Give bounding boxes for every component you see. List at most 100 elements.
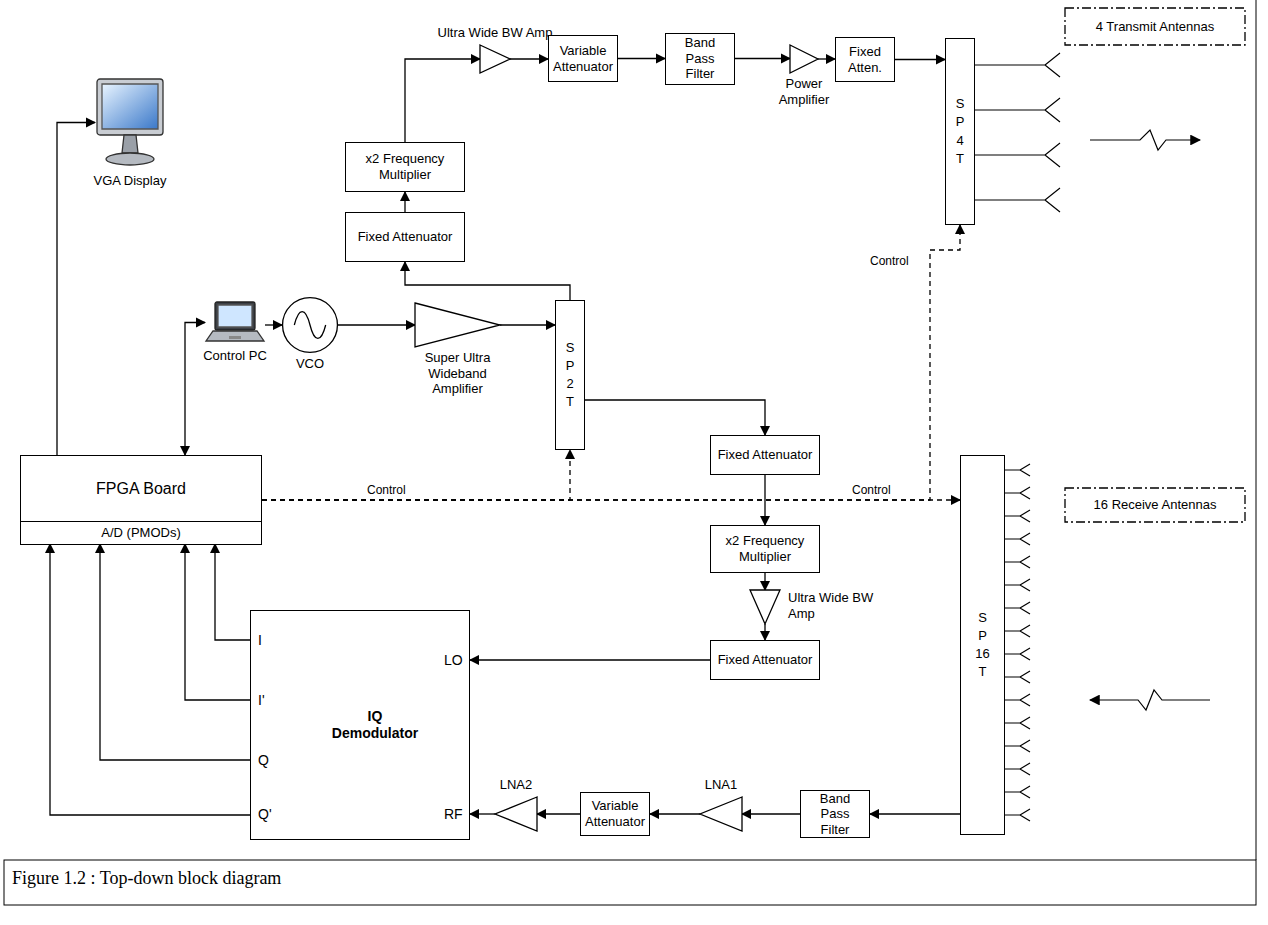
signal-connector: [500, 324, 555, 325]
block-label: LNA2: [486, 777, 546, 793]
pin-name: RF: [444, 806, 463, 822]
oscillator-symbol: VCO: [282, 297, 338, 353]
block-box: Fixed Atten.: [835, 37, 895, 82]
frame-line: [1256, 0, 1257, 860]
shape-outline: [282, 297, 338, 353]
shape-outline: [750, 590, 780, 624]
shape-outline: [495, 797, 537, 831]
block-text: S P 16 T: [973, 609, 991, 682]
block-text: Fixed Atten.: [840, 44, 890, 75]
receive-antennas: [1005, 464, 1030, 821]
signal-connector: [618, 58, 665, 59]
signal-connector: [338, 324, 415, 325]
block-box: Band Pass Filter: [665, 33, 735, 85]
connector-label: Control: [365, 483, 408, 497]
transmit-antennas: [975, 53, 1060, 212]
block-text: Variable Attenuator: [553, 43, 613, 74]
block-box: Fixed Attenuator: [345, 212, 465, 262]
connector-label: Control: [868, 254, 911, 268]
block-text: Fixed Attenuator: [358, 229, 453, 245]
signal-connector: [470, 659, 710, 660]
control-line: [262, 225, 960, 500]
block-text: Band Pass Filter: [805, 791, 865, 838]
block-text: 4 Transmit Antennas: [1096, 19, 1215, 35]
block-text: Band Pass Filter: [670, 35, 730, 82]
rf-switch: S P 16 T: [960, 455, 1005, 835]
block-box: Fixed Attenuator: [710, 640, 820, 680]
block-label: Ultra Wide BW Amp: [788, 590, 878, 621]
pin-name: LO: [444, 652, 463, 668]
block-box: x2 Frequency Multiplier: [345, 142, 465, 192]
signal-connector: [537, 813, 580, 814]
rf-switch: S P 4 T: [945, 38, 975, 225]
block-text: S P 2 T: [561, 339, 579, 412]
antenna-group: 16 Receive Antennas: [1065, 488, 1245, 522]
block-label: LNA1: [691, 777, 751, 793]
signal-connector: [510, 58, 548, 59]
signal-connector: [735, 58, 790, 59]
block-text: A/D (PMODs): [101, 525, 180, 541]
pin-name: Q: [258, 752, 269, 768]
iq-demodulator: IQ Demodulator: [250, 610, 470, 840]
pin-name: Q': [258, 806, 272, 822]
shape-outline: [790, 45, 818, 73]
radiation-arrow: [1090, 690, 1210, 710]
signal-connector: [100, 544, 250, 760]
block-text: IQ Demodulator: [325, 708, 425, 742]
shape-outline: [480, 45, 510, 73]
signal-connector: [57, 123, 95, 456]
shape-outline: [700, 797, 742, 831]
antenna-group: 4 Transmit Antennas: [1065, 8, 1245, 45]
block-text: Variable Attenuator: [585, 798, 645, 829]
block-box: Variable Attenuator: [548, 35, 618, 82]
pin-name: I': [258, 692, 265, 708]
amplifier-symbol: Power Amplifier: [790, 45, 818, 73]
block-text: FPGA Board: [96, 479, 186, 498]
signal-connector: [404, 192, 405, 212]
signal-connector: [764, 624, 765, 640]
signal-connector: [405, 59, 480, 142]
amplifier-symbol: Ultra Wide BW Amp: [480, 45, 510, 73]
shape-outline: [415, 303, 500, 347]
caption-frame: [4, 860, 1256, 905]
fpga-board: FPGA BoardA/D (PMODs): [20, 455, 262, 545]
block-label: Super Ultra Wideband Amplifier: [410, 350, 505, 397]
laptop-icon: Control PC: [205, 300, 265, 345]
amplifier-symbol: Super Ultra Wideband Amplifier: [415, 303, 500, 347]
block-text: S P 4 T: [951, 95, 969, 168]
display-icon: VGA Display: [95, 75, 165, 170]
adc-band: A/D (PMODs): [21, 521, 261, 544]
amplifier-symbol: Ultra Wide BW Amp: [750, 590, 780, 624]
block-text: Fixed Attenuator: [718, 652, 813, 668]
signal-connector: [265, 324, 282, 325]
amplifier-symbol: LNA1: [700, 797, 742, 831]
signal-connector: [215, 544, 250, 640]
signal-connector: [895, 59, 945, 60]
signal-connector: [185, 544, 250, 700]
block-box: Band Pass Filter: [800, 790, 870, 838]
connector-label: Control: [850, 483, 893, 497]
signal-connector: [870, 813, 960, 814]
block-text: 16 Receive Antennas: [1094, 497, 1217, 513]
figure-caption: Figure 1.2 : Top-down block diagram: [12, 868, 281, 889]
signal-connector: [405, 262, 570, 300]
block-box: Variable Attenuator: [580, 792, 650, 836]
amplifier-symbol: LNA2: [495, 797, 537, 831]
control-line: [262, 450, 570, 500]
signal-connector: [742, 813, 800, 814]
block-text: x2 Frequency Multiplier: [715, 533, 815, 564]
signal-connector: [650, 813, 700, 814]
signal-connector: [50, 544, 250, 815]
block-label: Ultra Wide BW Amp: [425, 25, 565, 41]
rf-switch: S P 2 T: [555, 300, 585, 450]
block-label: VCO: [285, 356, 335, 372]
block-label: Control PC: [190, 348, 280, 364]
block-label: Power Amplifier: [764, 76, 844, 107]
block-label: VGA Display: [75, 173, 185, 189]
signal-connector: [818, 58, 835, 59]
signal-connector: [764, 475, 765, 525]
block-box: x2 Frequency Multiplier: [710, 525, 820, 573]
signal-connector: [470, 813, 495, 814]
radiation-arrow: [1090, 130, 1200, 150]
signal-connector: [585, 400, 765, 435]
